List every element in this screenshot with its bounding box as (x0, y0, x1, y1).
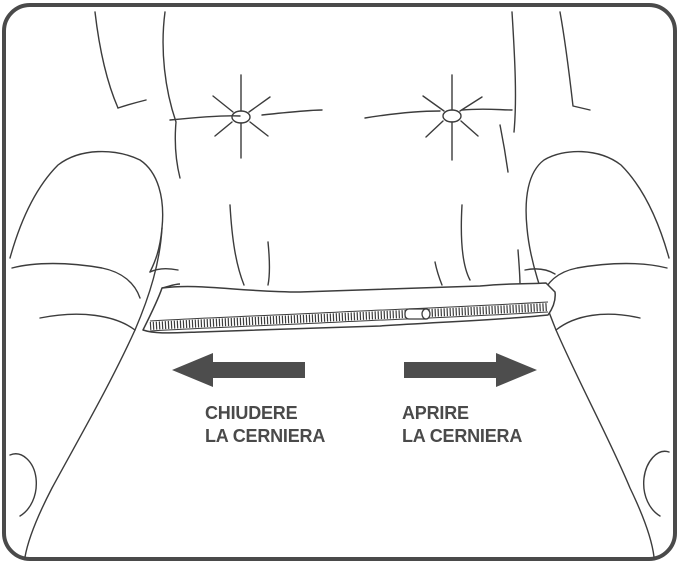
frame-border (4, 5, 675, 559)
close-zipper-label-line1: CHIUDERE (205, 402, 325, 425)
close-zipper-label-line2: LA CERNIERA (205, 425, 325, 448)
open-zipper-label-line2: LA CERNIERA (402, 425, 522, 448)
open-zipper-label: APRIRE LA CERNIERA (402, 402, 522, 448)
open-zipper-label-line1: APRIRE (402, 402, 522, 425)
close-zipper-label: CHIUDERE LA CERNIERA (205, 402, 325, 448)
zipper-slider (405, 309, 430, 319)
